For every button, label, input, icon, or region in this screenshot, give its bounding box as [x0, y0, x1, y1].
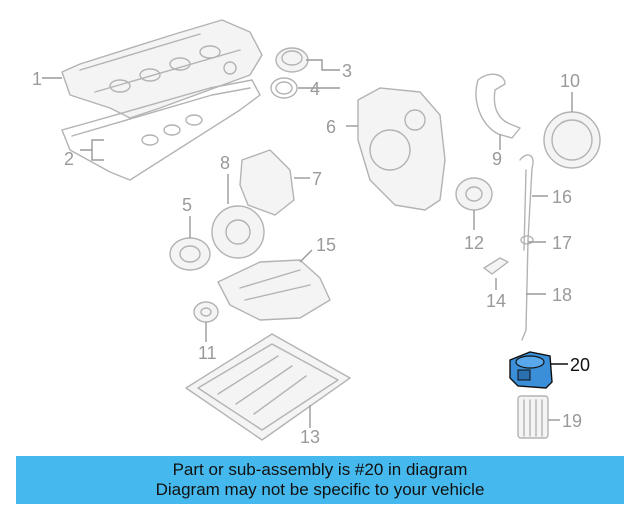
tensioner-pulley-part[interactable]	[455, 177, 493, 211]
callout-9: 9	[492, 149, 503, 169]
callout-10: 10	[560, 71, 581, 91]
oil-level-sensor-part[interactable]	[483, 257, 509, 275]
callout-1: 1	[32, 69, 43, 89]
callout-3: 3	[342, 61, 353, 81]
valve-cover-part[interactable]	[61, 19, 263, 119]
callout-14: 14	[486, 291, 507, 311]
callout-6: 6	[326, 117, 337, 137]
sprocket-part[interactable]	[543, 111, 601, 169]
banner-line-2: Diagram may not be specific to your vehi…	[155, 480, 485, 499]
callout-5: 5	[182, 195, 193, 215]
callout-2: 2	[64, 149, 75, 169]
callout-12: 12	[464, 233, 485, 253]
callout-18: 18	[552, 285, 573, 305]
crankshaft-seal-part[interactable]	[211, 205, 265, 259]
parts-diagram	[42, 19, 601, 441]
callout-17: 17	[552, 233, 573, 253]
banner-line-1: Part or sub-assembly is #20 in diagram	[172, 460, 468, 479]
oil-pan-part[interactable]	[185, 333, 351, 441]
callout-20: 20	[570, 355, 591, 375]
callout-4: 4	[310, 79, 321, 99]
oil-filler-cap-part[interactable]	[270, 47, 309, 99]
oil-filter-housing-part[interactable]	[509, 351, 553, 389]
dipstick-part[interactable]	[519, 154, 534, 341]
timing-belt-part[interactable]	[475, 73, 521, 139]
callout-19: 19	[562, 411, 583, 431]
engine-bracket-part[interactable]	[239, 149, 295, 216]
callout-13: 13	[300, 427, 321, 447]
crankshaft-pulley-part[interactable]	[169, 237, 211, 271]
callout-16: 16	[552, 187, 573, 207]
callout-11: 11	[198, 343, 217, 363]
callout-15: 15	[316, 235, 337, 255]
info-banner: Part or sub-assembly is #20 in diagram D…	[16, 456, 624, 504]
valve-cover-gasket-part[interactable]	[61, 79, 261, 181]
callout-7: 7	[312, 169, 323, 189]
oil-filter-part[interactable]	[517, 395, 549, 439]
oil-pump-part[interactable]	[217, 259, 331, 321]
oil-pump-gear-part[interactable]	[193, 301, 219, 323]
callout-8: 8	[220, 153, 231, 173]
timing-cover-part[interactable]	[357, 87, 446, 211]
